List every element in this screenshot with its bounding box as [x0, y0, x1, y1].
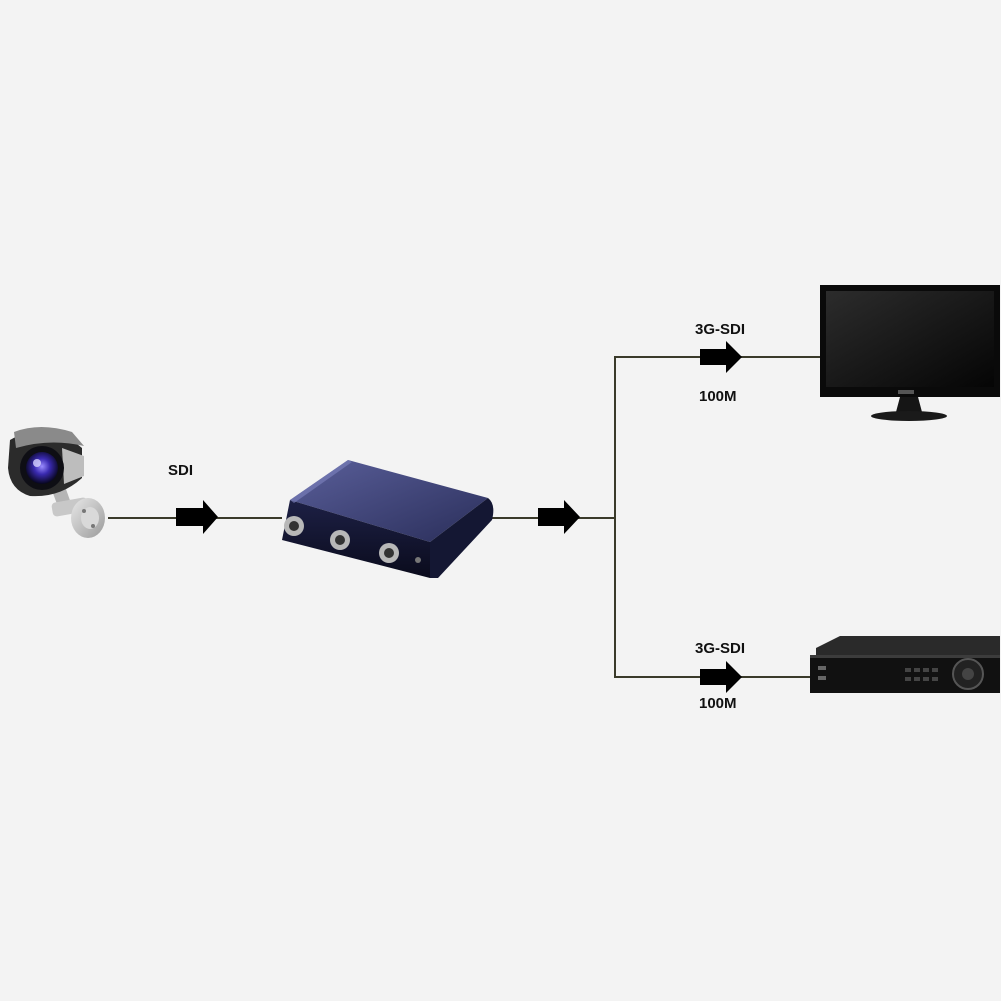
- arrows: [176, 341, 742, 693]
- labels: SDI 3G-SDI 100M 3G-SDI 100M: [168, 321, 745, 712]
- bottom-arrow-icon: [700, 661, 742, 693]
- camera-icon: [8, 427, 105, 538]
- power-jack-icon: [415, 557, 421, 563]
- bottom-distance-label: 100M: [699, 695, 737, 712]
- top-arrow-icon: [700, 341, 742, 373]
- top-distance-label: 100M: [699, 388, 737, 405]
- bnc-connector-1-icon: [284, 516, 304, 536]
- sdi-arrow-icon: [176, 500, 218, 534]
- splitter-output-arrow-icon: [538, 500, 580, 534]
- bnc-connector-3-icon: [379, 543, 399, 563]
- dvr-recorder-icon: [810, 636, 1000, 693]
- bnc-connector-2-icon: [330, 530, 350, 550]
- monitor-icon: [820, 285, 1000, 421]
- bottom-signal-label: 3G-SDI: [695, 640, 745, 657]
- sdi-label: SDI: [168, 462, 193, 479]
- top-signal-label: 3G-SDI: [695, 321, 745, 338]
- sdi-splitter-device: [282, 460, 494, 578]
